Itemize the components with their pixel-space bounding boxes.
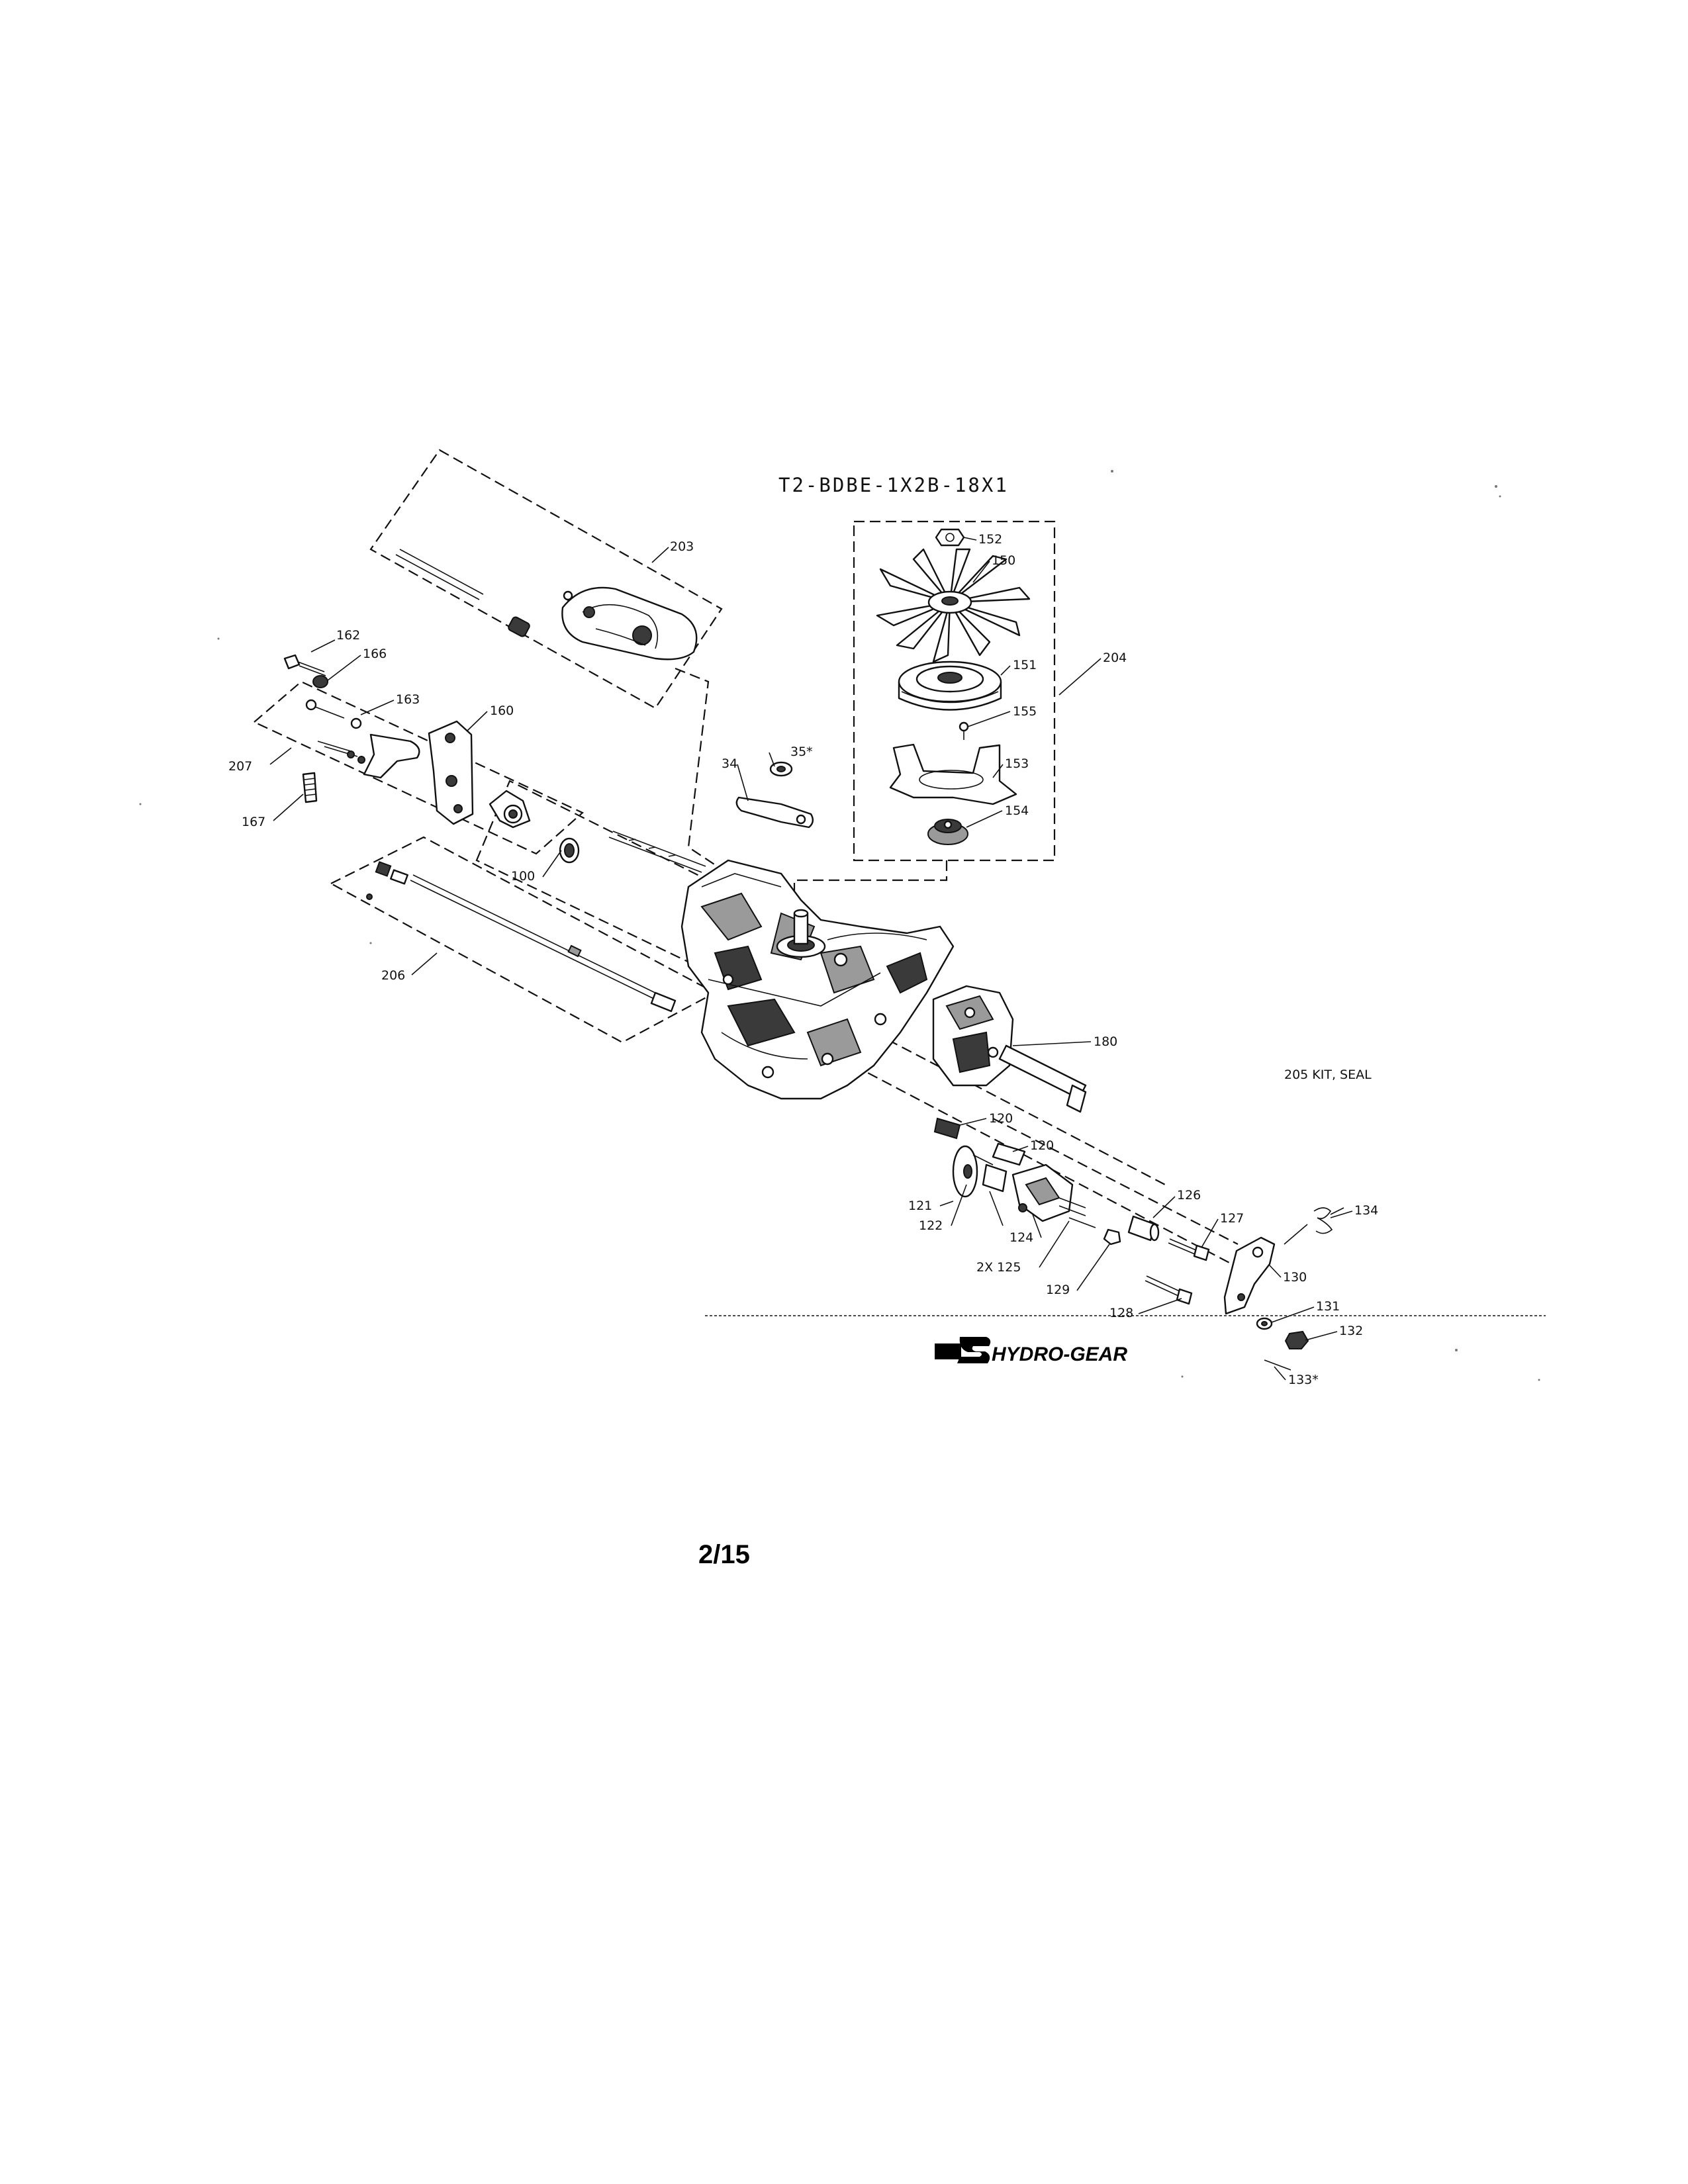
connector-203-to-housing xyxy=(675,667,769,901)
callout-207: 207 xyxy=(228,759,252,774)
callout-163: 163 xyxy=(396,692,420,707)
part-206-rod xyxy=(366,861,677,1013)
part-126-spacer xyxy=(1127,1215,1160,1242)
callout-132: 132 xyxy=(1339,1324,1363,1338)
connector-axle-upper xyxy=(873,1032,1166,1185)
callout-129: 129 xyxy=(1046,1283,1070,1297)
callout-134: 134 xyxy=(1354,1203,1378,1218)
callout-122: 122 xyxy=(919,1218,943,1233)
callout-162: 162 xyxy=(336,628,360,643)
part-125-pins xyxy=(1058,1197,1096,1228)
part-100-bearing xyxy=(489,790,580,864)
callout-124: 124 xyxy=(1009,1230,1033,1245)
part-180-axle-housing xyxy=(932,985,1087,1113)
part-166-spacer xyxy=(312,675,328,688)
transaxle-housing xyxy=(680,859,955,1100)
callout-120-b: 120 xyxy=(1030,1138,1054,1153)
part-121-disc xyxy=(952,1145,978,1198)
callout-34: 34 xyxy=(722,756,737,771)
part-207-lever xyxy=(317,733,420,779)
callout-206: 206 xyxy=(381,968,405,983)
callout-130: 130 xyxy=(1283,1270,1307,1285)
part-163-pin xyxy=(305,699,362,729)
callout-151: 151 xyxy=(1013,658,1037,672)
callout-labels: 203 152 150 162 166 204 151 163 160 155 … xyxy=(228,532,1378,1387)
callout-180: 180 xyxy=(1094,1034,1117,1049)
callout-126: 126 xyxy=(1177,1188,1201,1203)
part-151-pulley xyxy=(898,660,1002,711)
callout-121: 121 xyxy=(908,1199,932,1213)
group-box-207 xyxy=(252,680,584,855)
callout-133: 133* xyxy=(1288,1373,1319,1387)
part-129-nut xyxy=(1103,1228,1121,1246)
callout-160: 160 xyxy=(490,704,514,718)
part-128-bolt xyxy=(1145,1275,1193,1305)
callout-35: 35* xyxy=(790,745,813,759)
part-155-screw xyxy=(959,721,969,740)
part-133-pin xyxy=(1264,1359,1291,1371)
part-124-caliper xyxy=(1011,1163,1074,1222)
callout-152: 152 xyxy=(978,532,1002,547)
part-35-washer xyxy=(769,761,793,777)
callout-166: 166 xyxy=(363,647,387,661)
part-131-washer xyxy=(1256,1317,1273,1330)
model-code: T2-BDBE-1X2B-18X1 xyxy=(778,474,1009,496)
callout-127: 127 xyxy=(1220,1211,1244,1226)
part-150-fan xyxy=(876,548,1031,663)
input-shaft xyxy=(608,831,706,873)
connector-axle-mid xyxy=(992,1118,1239,1245)
callout-155: 155 xyxy=(1013,704,1037,719)
leader-lines xyxy=(269,537,1353,1381)
part-130-brake-arm xyxy=(1223,1236,1276,1315)
scan-specks xyxy=(139,470,1540,1381)
callout-204: 204 xyxy=(1103,651,1127,665)
part-120-pad-a xyxy=(933,1117,961,1140)
part-160-bracket xyxy=(428,720,474,825)
part-122-puck xyxy=(972,1154,1008,1193)
part-203-cover xyxy=(561,586,698,660)
part-153-guard xyxy=(889,743,1017,805)
callout-125: 2X 125 xyxy=(976,1260,1021,1275)
part-127-bolt xyxy=(1168,1238,1210,1261)
group-box-204 xyxy=(853,520,1056,862)
part-162-bolt xyxy=(283,654,326,676)
kit-note: 205 KIT, SEAL xyxy=(1284,1068,1372,1082)
callout-203: 203 xyxy=(670,539,694,554)
callout-131: 131 xyxy=(1316,1299,1340,1314)
callout-120-a: 120 xyxy=(989,1111,1013,1126)
callout-150: 150 xyxy=(992,553,1015,568)
callout-154: 154 xyxy=(1005,803,1029,818)
part-34-bracket xyxy=(735,796,814,829)
part-203-rod xyxy=(395,549,573,637)
part-152-nut xyxy=(935,528,965,547)
part-120-pad-b xyxy=(992,1142,1026,1166)
callout-167: 167 xyxy=(242,815,265,829)
part-154-hub xyxy=(927,819,968,845)
hydro-gear-logo: HYDRO-GEAR xyxy=(935,1337,1127,1365)
part-134-spring xyxy=(1284,1207,1344,1245)
callout-128: 128 xyxy=(1109,1306,1133,1320)
callout-100: 100 xyxy=(511,869,535,884)
callout-153: 153 xyxy=(1005,756,1029,771)
connector-axle-lower xyxy=(853,1065,1245,1271)
group-box-203 xyxy=(369,449,723,709)
brand-wordmark: HYDRO-GEAR xyxy=(992,1343,1127,1365)
part-132-nut xyxy=(1284,1330,1309,1349)
part-167-spring xyxy=(302,772,318,803)
page-number: 2/15 xyxy=(698,1540,750,1569)
